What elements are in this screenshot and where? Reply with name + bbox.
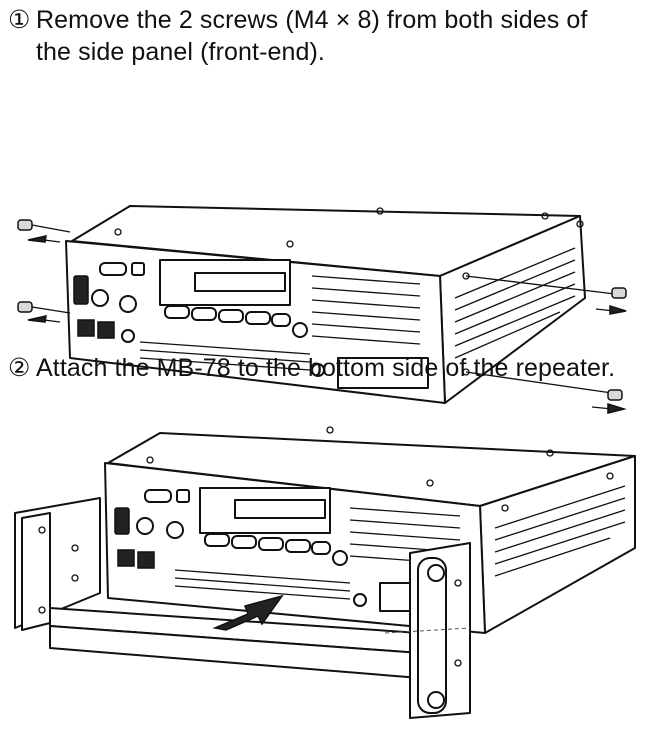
power-switch bbox=[73, 275, 89, 305]
step-2-number: ② bbox=[8, 354, 31, 382]
front-buttons bbox=[204, 533, 348, 566]
side-vents bbox=[494, 485, 626, 577]
screw-left-top bbox=[17, 219, 71, 243]
figure-bracket-attachment bbox=[14, 426, 636, 719]
front-handle-slot bbox=[337, 357, 429, 389]
side-vents bbox=[454, 247, 576, 359]
bracket-left-ear bbox=[14, 497, 101, 631]
screw-left-bottom bbox=[17, 301, 71, 323]
screw-right-top bbox=[465, 275, 627, 315]
step-1-text-line1: Remove the 2 screws (M4 × 8) from both s… bbox=[36, 6, 588, 34]
step-2-text-line1: Attach the MB-78 to the bottom side of t… bbox=[36, 354, 616, 382]
front-vents bbox=[174, 507, 461, 600]
step-1-text-line2: the side panel (front-end). bbox=[36, 38, 325, 66]
power-switch bbox=[114, 507, 130, 535]
step-1-number: ① bbox=[8, 6, 31, 34]
squelch-knob bbox=[166, 521, 184, 539]
squelch-knob bbox=[119, 295, 137, 313]
attach-arrow bbox=[212, 594, 284, 631]
front-buttons bbox=[164, 305, 308, 338]
bracket-right-ear bbox=[409, 542, 471, 719]
volume-knob bbox=[91, 289, 109, 307]
volume-knob bbox=[136, 517, 154, 535]
screw-right-bottom bbox=[465, 371, 627, 414]
figure-screw-removal bbox=[17, 205, 627, 414]
front-vents bbox=[139, 275, 421, 371]
